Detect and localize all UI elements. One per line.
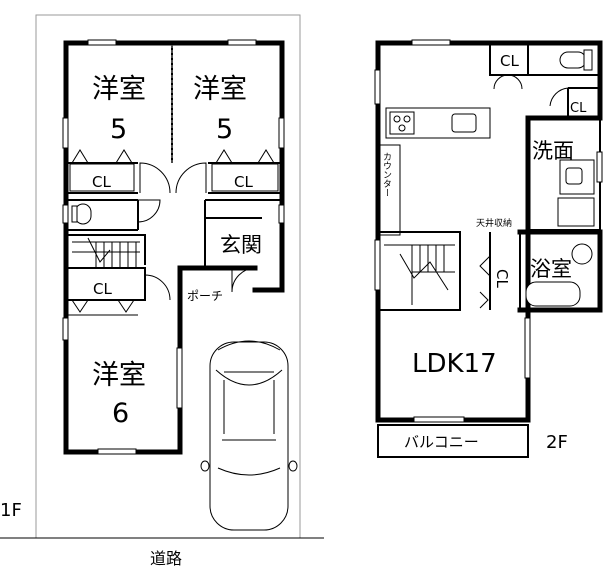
closet-c-label: CL	[93, 280, 112, 298]
room-b-name: 洋室	[193, 74, 247, 105]
toilet-tank-2f	[583, 49, 593, 71]
entrance-walls	[204, 199, 282, 268]
interior-walls-bedrooms	[66, 43, 282, 194]
right-closet-door-arc	[549, 87, 569, 107]
stove	[389, 111, 415, 135]
balcony-box	[377, 424, 529, 458]
door-arc-room-a	[139, 162, 171, 194]
ceiling-storage-label: 天井収納	[476, 217, 512, 229]
door-arc-room-b	[175, 162, 207, 194]
closet-right-label: CL	[570, 101, 587, 116]
closet-b-label: CL	[234, 173, 253, 191]
toilet-tank-1f	[71, 205, 78, 223]
porch-door-arc	[231, 267, 257, 293]
closet-a-doors	[71, 149, 133, 164]
toilet-fixture-2f	[559, 51, 587, 69]
closet-stair-walls	[489, 232, 521, 310]
bath-door-arc	[571, 243, 593, 265]
road-label: 道路	[150, 549, 182, 568]
closet-top-label: CL	[500, 52, 519, 70]
stairs-1f	[66, 234, 146, 268]
closet-b-box	[211, 163, 279, 192]
closet-a-box	[69, 163, 135, 192]
washer	[557, 197, 595, 227]
balcony-label: バルコニー	[404, 433, 479, 451]
room-c-name: 洋室	[92, 360, 146, 391]
floor-1-label: 1F	[0, 500, 22, 521]
bathtub	[525, 281, 581, 307]
room-c-size: 6	[112, 398, 129, 429]
bathroom-walls	[517, 229, 603, 313]
room-a-name: 洋室	[92, 74, 146, 105]
windows-2f	[374, 39, 603, 423]
washroom-label: 洗面	[532, 139, 574, 163]
toilet-door-arc	[137, 199, 161, 223]
counter-bar	[379, 144, 401, 236]
closet-stair-label: CL	[493, 269, 511, 288]
right-closet-walls	[567, 87, 600, 118]
room-b-size: 5	[216, 114, 233, 145]
stairs-2f	[378, 231, 461, 311]
car-icon	[200, 340, 298, 531]
windows-1f	[62, 39, 285, 455]
sink	[451, 113, 477, 133]
ldk-label: LDK17	[412, 349, 497, 379]
closet-c-door-arc	[144, 274, 171, 301]
floor-2-label: 2F	[546, 432, 568, 453]
toilet-door-arc-2f	[493, 74, 523, 90]
room-a-size: 5	[110, 114, 127, 145]
toilet-closet-walls-2f	[489, 43, 600, 76]
washbasin	[559, 159, 595, 195]
floor-2-plan: CL CL 洗面 天井収納 浴室 CL カウンター LDK17 バルコニー 2F	[374, 39, 603, 458]
closet-c-doors	[66, 299, 138, 316]
closet-b-doors	[215, 149, 275, 164]
porch-label: ポーチ	[187, 289, 223, 303]
closet-stair-arrow	[479, 255, 491, 309]
counter-label: カウンター	[381, 152, 392, 197]
bathroom-label: 浴室	[530, 257, 572, 281]
toilet-walls	[66, 199, 139, 231]
entrance-label: 玄関	[220, 233, 262, 257]
floor-1-plan: 洋室 5 洋室 5 CL CL 玄関 CL ポーチ 洋室 6 1F 道路	[0, 14, 324, 568]
closet-a-label: CL	[92, 173, 111, 191]
